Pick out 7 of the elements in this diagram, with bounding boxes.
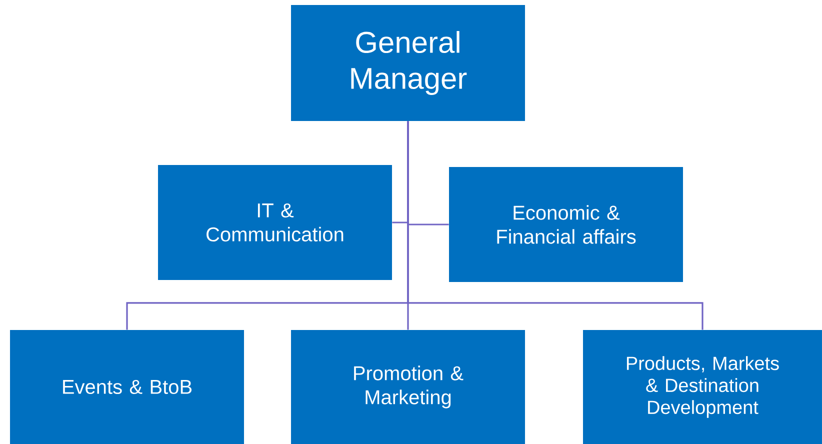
org-box: Economic & Financial affairs (449, 167, 683, 282)
connector-line (407, 121, 704, 330)
org-box: Promotion & Marketing (291, 330, 525, 444)
org-box: Events & BtoB (10, 330, 244, 444)
org-box: General Manager (291, 5, 525, 121)
org-box: Products, Markets & Destination Development (583, 330, 822, 444)
org-box: IT & Communication (158, 165, 392, 280)
